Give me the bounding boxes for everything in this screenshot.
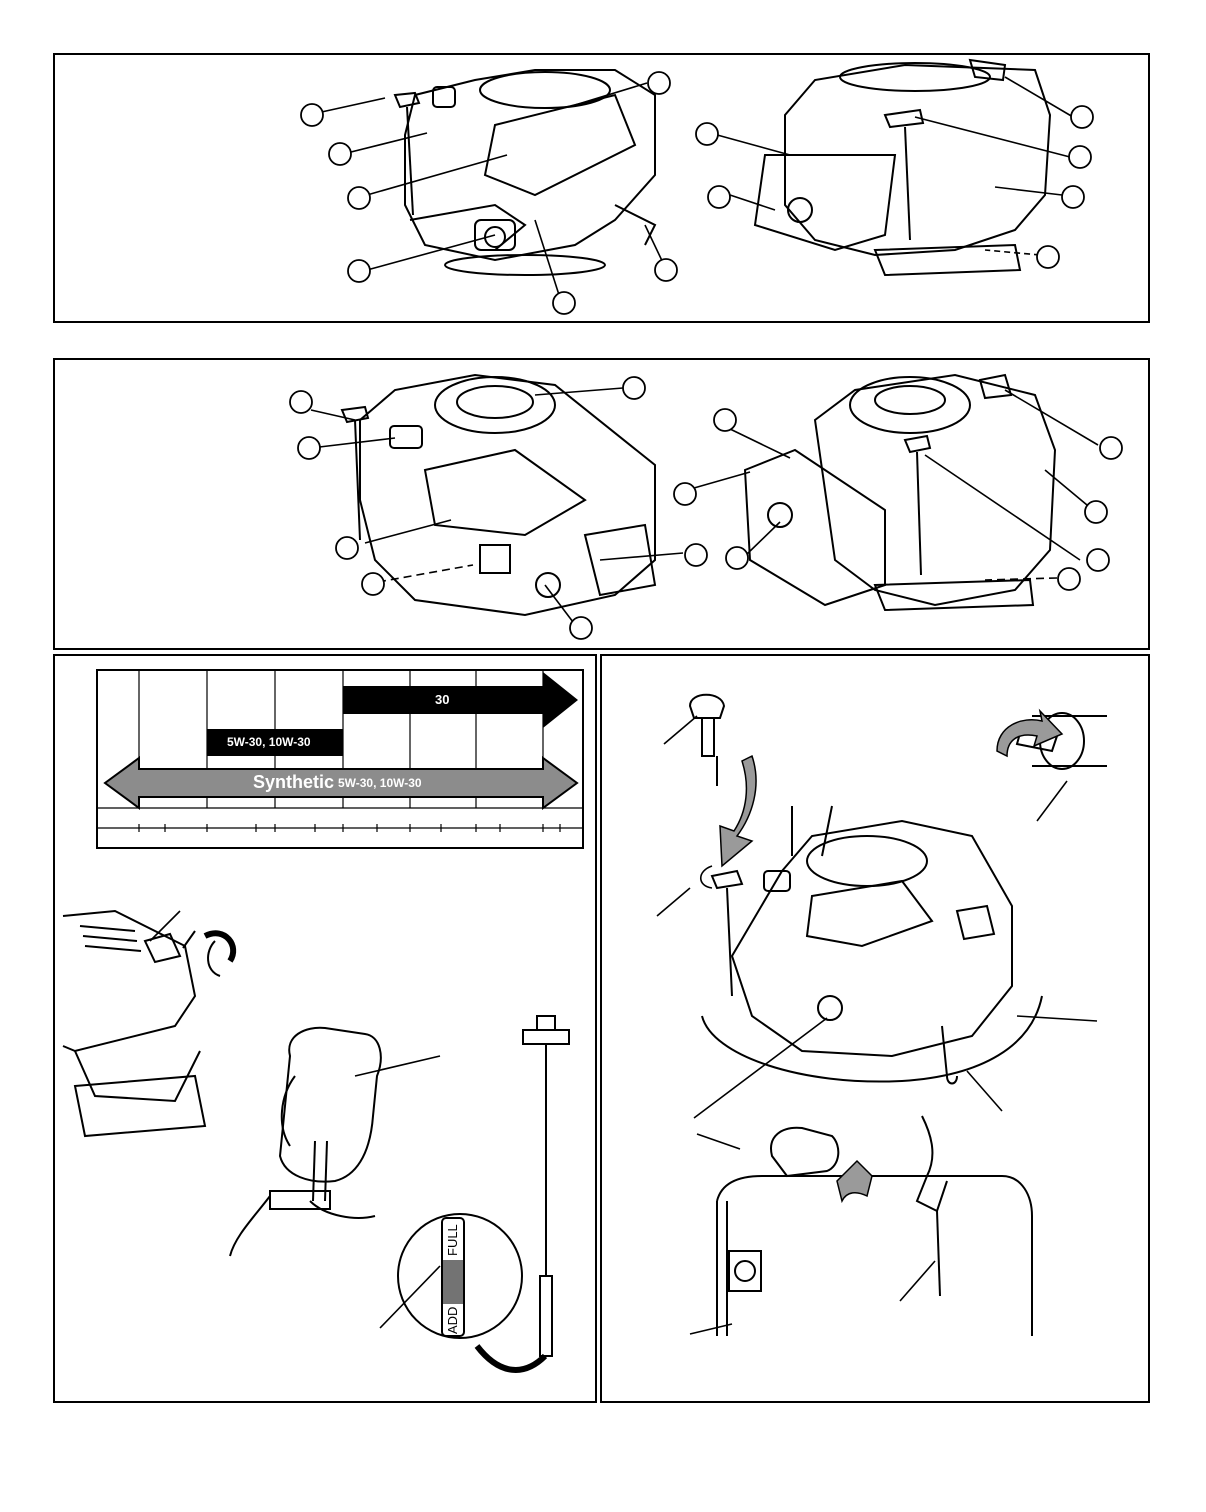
start-drawing bbox=[602, 656, 1152, 1405]
dipstick-full: FULL bbox=[445, 1224, 460, 1256]
oil-panel: 30 5W-30, 10W-30 Synthetic 5W-30, 10W-30… bbox=[53, 654, 597, 1403]
start-panel bbox=[600, 654, 1150, 1403]
engine-panel-2 bbox=[53, 358, 1150, 650]
engine-drawing-2 bbox=[55, 360, 1152, 652]
engine-drawing-1a bbox=[55, 55, 1152, 325]
label-synthetic-grades: 5W-30, 10W-30 bbox=[338, 777, 422, 789]
dipstick-add: ADD bbox=[445, 1307, 460, 1334]
label-5w30: 5W-30, 10W-30 bbox=[227, 736, 311, 748]
label-synthetic: Synthetic bbox=[253, 773, 334, 791]
label-30: 30 bbox=[435, 693, 449, 706]
oil-chart bbox=[55, 656, 599, 1405]
engine-panel-1 bbox=[53, 53, 1150, 323]
